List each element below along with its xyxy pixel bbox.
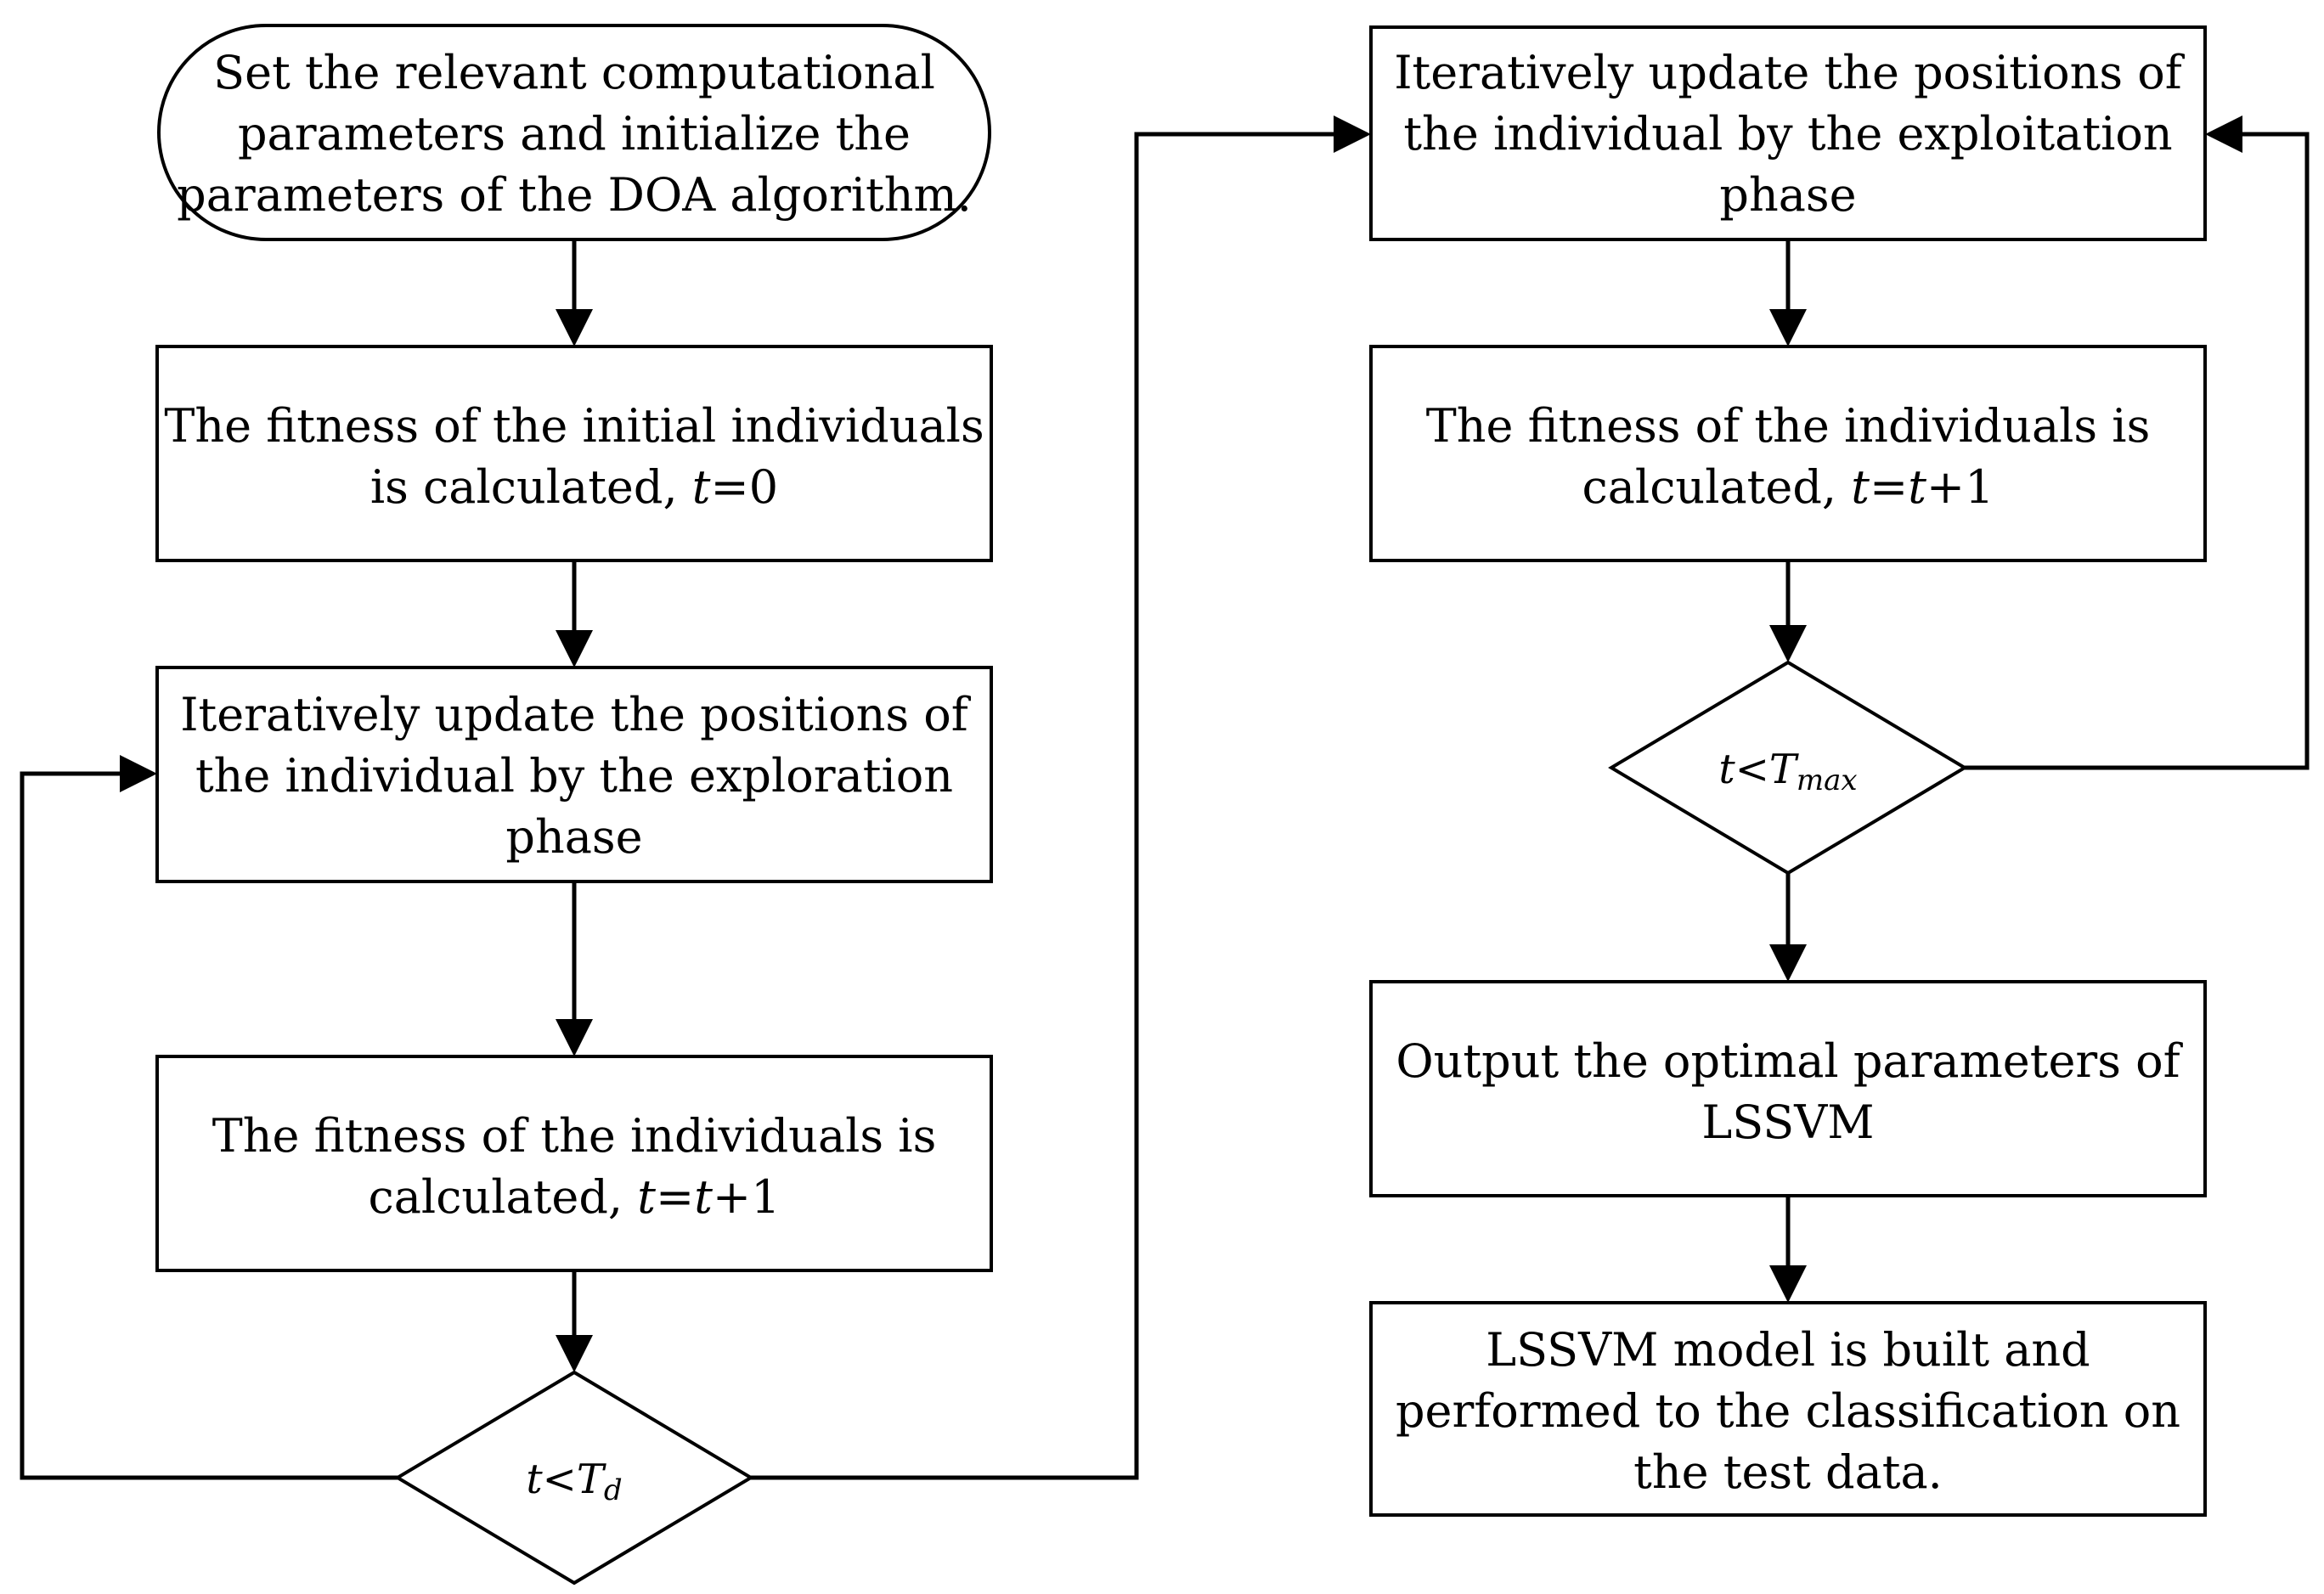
edge-start-to-fitness-initial <box>556 239 593 346</box>
model-node: LSSVM model is built and performed to th… <box>1369 1301 2207 1517</box>
fitness-initial-node: The fitness of the initial individuals i… <box>155 345 993 562</box>
decision-tmax-node: t<Tmax <box>1608 660 1968 876</box>
edge-decision-td-to-exploitation <box>751 115 1371 1480</box>
output-node: Output the optimal parameters of LSSVM <box>1369 980 2207 1197</box>
exploration-node: Iteratively update the positions of the … <box>155 666 993 883</box>
exploitation-node: Iteratively update the positions of the … <box>1369 25 2207 241</box>
fitness-left-node: The fitness of the individuals is calcul… <box>155 1055 993 1272</box>
edge-decision-tmax-to-output <box>1769 873 1807 982</box>
edge-exploration-to-fitness-left <box>556 881 593 1056</box>
exploration-line-3: phase <box>505 810 642 864</box>
exploitation-line-2: the individual by the exploitation <box>1403 107 2172 161</box>
start-line-1: Set the relevant computational <box>213 46 935 99</box>
exploration-line-1: Iteratively update the positions of <box>180 688 972 741</box>
edge-decision-td-loop-to-exploration <box>20 755 398 1480</box>
fitness-left-line-1: The fitness of the individuals is <box>212 1109 937 1163</box>
decision-tmax-label: t<Tmax <box>1718 746 1857 797</box>
start-line-2: parameters and initialize the <box>238 107 911 161</box>
exploitation-line-1: Iteratively update the positions of <box>1394 46 2186 99</box>
edge-fitness-left-to-decision-td <box>556 1270 593 1372</box>
fitness-left-line-2: calculated, t=t+1 <box>368 1170 780 1224</box>
start-node: Set the relevant computational parameter… <box>157 24 991 241</box>
edge-exploitation-to-fitness-right <box>1769 239 1807 346</box>
edge-fitness-right-to-decision-tmax <box>1769 560 1807 662</box>
model-line-3: the test data. <box>1633 1445 1943 1499</box>
model-line-1: LSSVM model is built and <box>1486 1323 2090 1377</box>
fitness-right-line-2: calculated, t=t+1 <box>1582 460 1994 514</box>
exploration-line-2: the individual by the exploration <box>195 749 953 803</box>
fitness-right-node: The fitness of the individuals is calcul… <box>1369 345 2207 562</box>
decision-td-label: t<Td <box>526 1456 622 1507</box>
output-line-2: LSSVM <box>1701 1096 1874 1149</box>
output-line-1: Output the optimal parameters of <box>1396 1034 2183 1088</box>
edge-fitness-initial-to-exploration <box>556 560 593 667</box>
fitness-initial-line-1: The fitness of the initial individuals <box>164 399 984 453</box>
decision-td-node: t<Td <box>394 1370 754 1586</box>
model-line-2: performed to the classification on <box>1396 1384 2180 1438</box>
start-line-3: parameters of the DOA algorithm. <box>177 168 972 222</box>
edge-output-to-model <box>1769 1196 1807 1303</box>
fitness-initial-line-2: is calculated, t=0 <box>370 460 778 514</box>
edge-decision-tmax-loop-to-exploitation <box>1965 115 2310 770</box>
fitness-right-line-1: The fitness of the individuals is <box>1426 399 2151 453</box>
exploitation-line-3: phase <box>1719 168 1856 222</box>
